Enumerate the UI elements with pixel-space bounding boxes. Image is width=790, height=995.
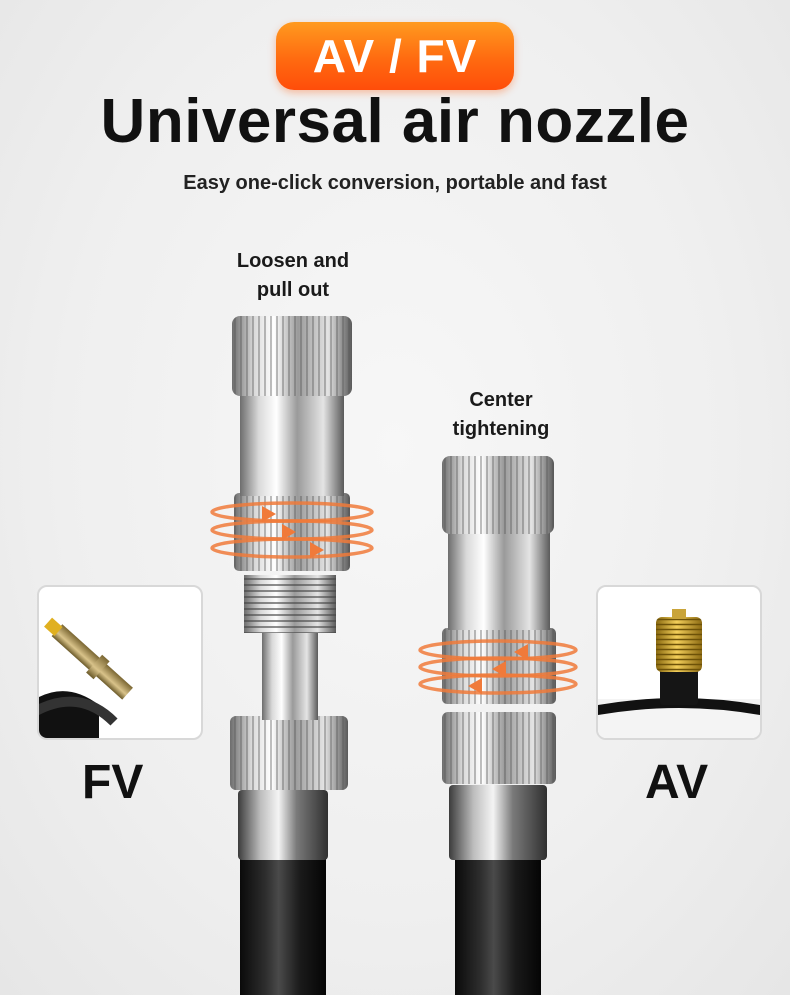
presta-valve-inset xyxy=(37,585,203,740)
av-fv-badge: AV / FV xyxy=(276,22,514,90)
page-title: Universal air nozzle xyxy=(100,87,690,156)
callout-loosen: Loosen and pull out xyxy=(212,247,374,305)
av-label: AV xyxy=(645,756,709,809)
rotation-arrows-icon xyxy=(210,501,374,559)
callout-loosen-line2: pull out xyxy=(256,279,330,301)
callout-center: Center tightening xyxy=(420,386,582,444)
page-subtitle: Easy one-click conversion, portable and … xyxy=(183,172,607,194)
schrader-valve-icon xyxy=(598,609,760,738)
badge-text: AV / FV xyxy=(312,30,478,82)
rotation-arrows-icon xyxy=(418,639,578,695)
callout-center-line2: tightening xyxy=(452,418,550,440)
presta-valve-icon xyxy=(39,617,133,738)
schrader-valve-inset xyxy=(596,585,762,740)
fv-nozzle xyxy=(230,316,352,995)
fv-label: FV xyxy=(82,756,144,809)
callout-center-line1: Center xyxy=(469,389,533,411)
av-nozzle xyxy=(442,456,556,995)
callout-loosen-line1: Loosen and xyxy=(236,250,350,272)
